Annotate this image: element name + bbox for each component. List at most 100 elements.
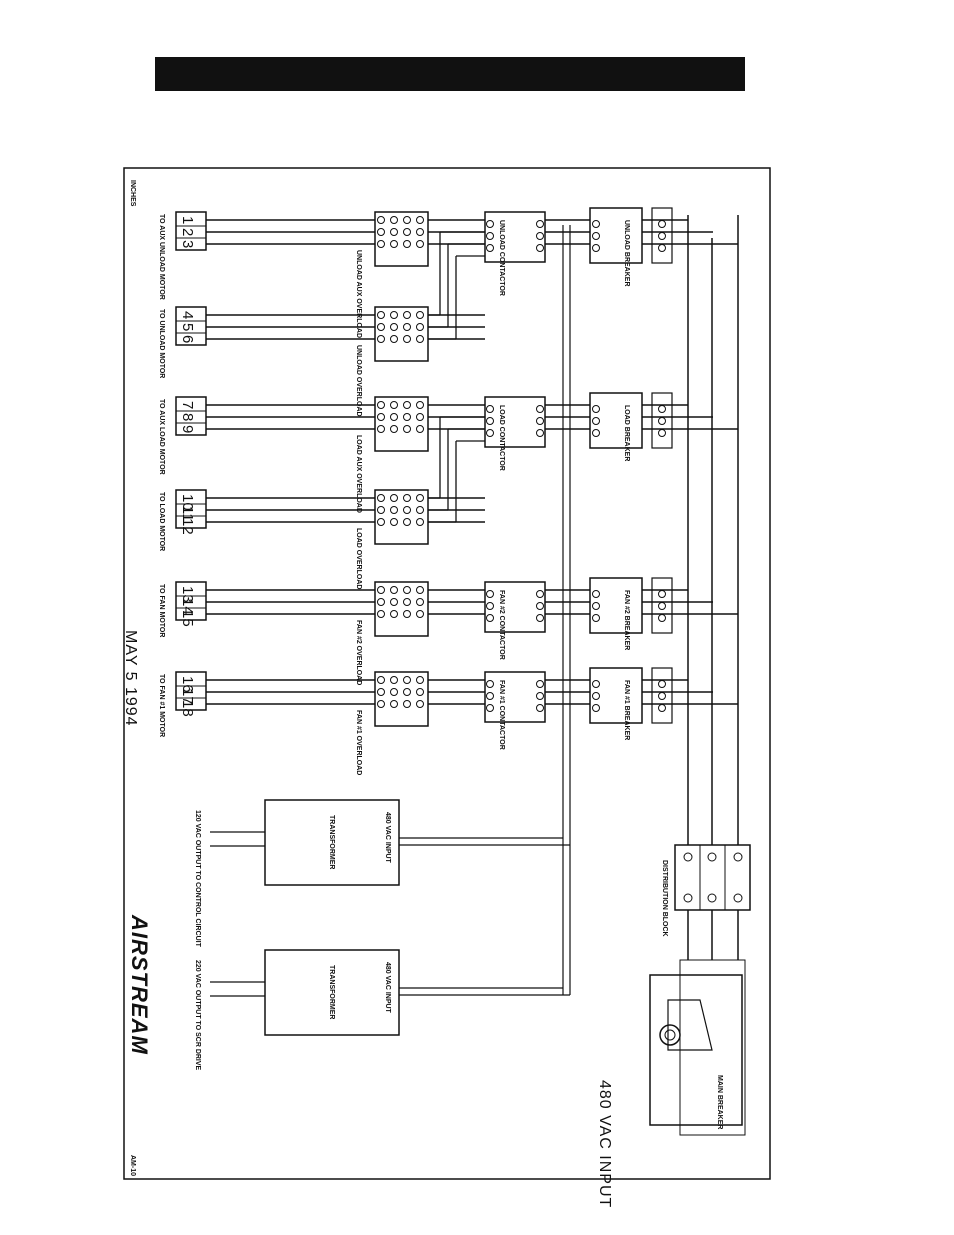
overload-block <box>374 581 429 637</box>
overload-terminal <box>416 586 424 594</box>
contactor-terminal <box>536 244 544 252</box>
terminal-number: 5 <box>179 323 196 331</box>
terminal-strip <box>175 671 207 711</box>
terminal-number: 18 <box>179 700 196 717</box>
terminal-number: 4 <box>179 311 196 319</box>
terminal-number: 12 <box>179 518 196 535</box>
motor-label: TO AUX UNLOAD MOTOR <box>158 214 165 300</box>
overload-terminal <box>403 335 411 343</box>
distribution-block-label: DISTRIBUTION BLOCK <box>661 860 668 937</box>
overload-terminal <box>377 506 385 514</box>
terminal-number: 13 <box>179 586 196 603</box>
logo-wordmark: AIRSTREAM <box>127 914 152 1055</box>
contactor-terminal <box>536 417 544 425</box>
distribution-block: DISTRIBUTION BLOCK <box>661 844 751 960</box>
overload-terminal <box>390 700 398 708</box>
breaker-block <box>589 392 643 449</box>
breaker-terminal <box>592 429 600 437</box>
terminal-number: 3 <box>179 240 196 248</box>
overload-terminal <box>403 586 411 594</box>
overload-terminal <box>377 413 385 421</box>
overload-terminal <box>390 311 398 319</box>
overload-terminal <box>377 610 385 618</box>
overload-label: FAN #1 OVERLOAD <box>355 710 362 775</box>
terminal-number: 15 <box>179 610 196 627</box>
overload-terminal <box>416 425 424 433</box>
overload-terminal <box>403 676 411 684</box>
terminal-number: 9 <box>179 425 196 433</box>
contactor-terminal <box>536 614 544 622</box>
overload-terminal <box>403 700 411 708</box>
overload-terminal <box>390 425 398 433</box>
contactor-terminal <box>536 680 544 688</box>
motor-label: TO FAN MOTOR <box>158 584 165 637</box>
main-breaker: MAIN BREAKER <box>649 959 746 1136</box>
terminal-number: 6 <box>179 335 196 343</box>
overload-terminal <box>403 240 411 248</box>
contactor-terminal <box>486 417 494 425</box>
overload-terminal <box>377 598 385 606</box>
motor-label: TO AUX LOAD MOTOR <box>158 399 165 475</box>
overload-terminal <box>416 676 424 684</box>
breaker-terminal <box>592 614 600 622</box>
contactor-terminal <box>536 602 544 610</box>
overload-terminal <box>377 240 385 248</box>
terminal-number: 14 <box>179 598 196 615</box>
overload-terminal <box>403 518 411 526</box>
contactor-block <box>484 396 546 448</box>
breaker-terminal <box>592 232 600 240</box>
transformer-input-label: 480 VAC INPUT <box>384 962 391 1014</box>
overload-terminal <box>416 311 424 319</box>
overload-terminal <box>390 240 398 248</box>
breaker-terminal <box>658 680 666 688</box>
terminal-number: 17 <box>179 688 196 705</box>
drawing-frame <box>123 167 771 1180</box>
overload-terminal <box>377 518 385 526</box>
contactor-block <box>484 211 546 263</box>
breaker-terminal <box>658 602 666 610</box>
overload-terminal <box>416 323 424 331</box>
overload-terminal <box>377 586 385 594</box>
contactor-label: FAN #2 CONTACTOR <box>498 590 505 660</box>
contactor-terminal <box>486 680 494 688</box>
overload-label: UNLOAD AUX OVERLOAD <box>355 250 362 338</box>
contactor-block <box>484 671 546 723</box>
overload-label: LOAD AUX OVERLOAD <box>355 435 362 513</box>
overload-terminal <box>416 598 424 606</box>
overload-terminal <box>416 335 424 343</box>
contactor-terminal <box>486 704 494 712</box>
overload-terminal <box>390 598 398 606</box>
overload-terminal <box>390 586 398 594</box>
breaker-terminal <box>658 614 666 622</box>
breaker-line-side <box>651 392 673 449</box>
contactor-terminal <box>486 405 494 413</box>
overload-terminal <box>403 598 411 606</box>
breaker-terminal <box>658 417 666 425</box>
terminal-number: 16 <box>179 676 196 693</box>
overload-block <box>374 211 429 267</box>
breaker-terminal <box>658 692 666 700</box>
overload-terminal <box>377 401 385 409</box>
overload-terminal <box>416 518 424 526</box>
overload-terminal <box>377 494 385 502</box>
overload-terminal <box>403 506 411 514</box>
overload-terminal <box>390 323 398 331</box>
overload-terminal <box>390 610 398 618</box>
breaker-label: FAN #2 BREAKER <box>623 590 630 650</box>
terminal-strip <box>175 306 207 346</box>
overload-terminal <box>416 413 424 421</box>
overload-terminal <box>377 228 385 236</box>
overload-terminal <box>403 688 411 696</box>
overload-block <box>374 489 429 545</box>
transformer-output-label: 220 VAC OUTPUT TO SCR DRIVE <box>194 960 201 1071</box>
overload-terminal <box>377 323 385 331</box>
contactor-terminal <box>486 220 494 228</box>
overload-terminal <box>390 506 398 514</box>
main-breaker-label: MAIN BREAKER <box>716 1075 723 1129</box>
overload-terminal <box>416 610 424 618</box>
contactor-block <box>484 581 546 633</box>
contactor-terminal <box>536 220 544 228</box>
overload-terminal <box>416 216 424 224</box>
